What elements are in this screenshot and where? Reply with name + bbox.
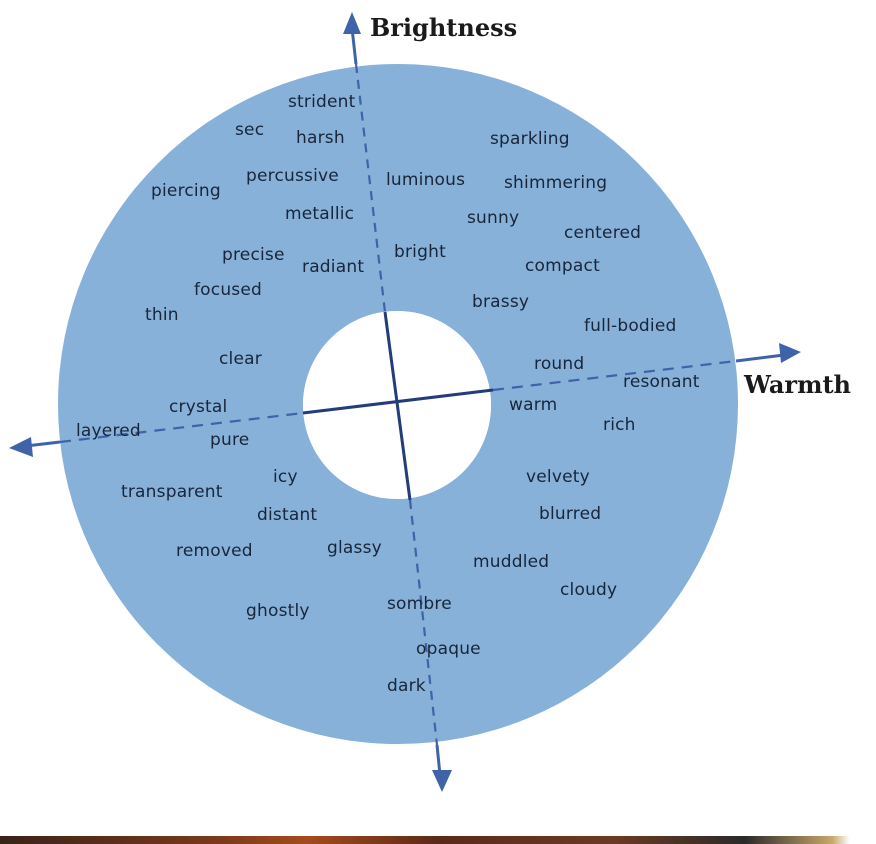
descriptor-word-brassy: brassy (472, 292, 529, 312)
descriptor-word-blurred: blurred (539, 504, 601, 524)
arrow-up-icon (343, 12, 361, 34)
warmth-axis-right-solid (735, 353, 785, 363)
descriptor-word-focused: focused (194, 280, 262, 300)
warmth-axis-label: Warmth (743, 370, 851, 399)
descriptor-word-clear: clear (219, 349, 262, 369)
descriptor-word-glassy: glassy (327, 538, 382, 558)
descriptor-word-removed: removed (176, 541, 253, 561)
video-background-strip (0, 836, 876, 844)
descriptor-word-precise: precise (222, 245, 285, 265)
descriptor-word-shimmering: shimmering (504, 173, 607, 193)
warmth-axis-center-solid (302, 388, 494, 415)
descriptor-word-muddled: muddled (473, 552, 549, 572)
descriptor-word-cloudy: cloudy (560, 580, 617, 600)
warmth-axis-left-dashed (59, 411, 304, 444)
descriptor-word-metallic: metallic (285, 204, 354, 224)
descriptor-word-piercing: piercing (151, 181, 221, 201)
descriptor-word-opaque: opaque (416, 639, 481, 659)
descriptor-word-full-bodied: full-bodied (584, 316, 677, 336)
descriptor-word-transparent: transparent (121, 482, 223, 502)
descriptor-word-sombre: sombre (387, 594, 452, 614)
descriptor-word-ghostly: ghostly (246, 601, 310, 621)
brightness-axis-label: Brightness (370, 13, 517, 42)
descriptor-word-dark: dark (387, 676, 426, 696)
descriptor-word-percussive: percussive (246, 166, 339, 186)
descriptor-word-distant: distant (257, 505, 317, 525)
descriptor-word-centered: centered (564, 223, 641, 243)
descriptor-word-velvety: velvety (526, 467, 590, 487)
warmth-axis-right-dashed (492, 359, 737, 392)
descriptor-word-harsh: harsh (296, 128, 345, 148)
descriptor-word-sec: sec (235, 120, 264, 140)
descriptor-word-compact: compact (525, 256, 600, 276)
descriptor-word-warm: warm (509, 395, 557, 415)
descriptor-word-sparkling: sparkling (490, 129, 570, 149)
arrow-down-icon (432, 770, 452, 792)
arrow-right-icon (779, 343, 801, 363)
descriptor-word-round: round (534, 354, 584, 374)
brightness-axis-top-dashed (354, 63, 387, 313)
warmth-axis (9, 343, 801, 457)
descriptor-word-luminous: luminous (386, 170, 465, 190)
descriptor-word-layered: layered (76, 421, 141, 441)
descriptor-word-resonant: resonant (623, 372, 700, 392)
arrow-left-icon (9, 437, 33, 457)
brightness-axis (343, 12, 452, 792)
descriptor-word-sunny: sunny (467, 208, 519, 228)
descriptor-word-crystal: crystal (169, 397, 227, 417)
descriptor-word-thin: thin (145, 305, 179, 325)
descriptor-word-rich: rich (603, 415, 636, 435)
descriptor-word-bright: bright (394, 242, 446, 262)
descriptor-word-pure: pure (210, 430, 249, 450)
brightness-axis-center-solid (383, 311, 412, 501)
descriptor-word-icy: icy (273, 467, 298, 487)
descriptor-words: strident sec harsh sparkling percussive lumin… (76, 92, 700, 696)
descriptor-word-radiant: radiant (302, 257, 364, 277)
descriptor-word-strident: strident (288, 92, 356, 112)
